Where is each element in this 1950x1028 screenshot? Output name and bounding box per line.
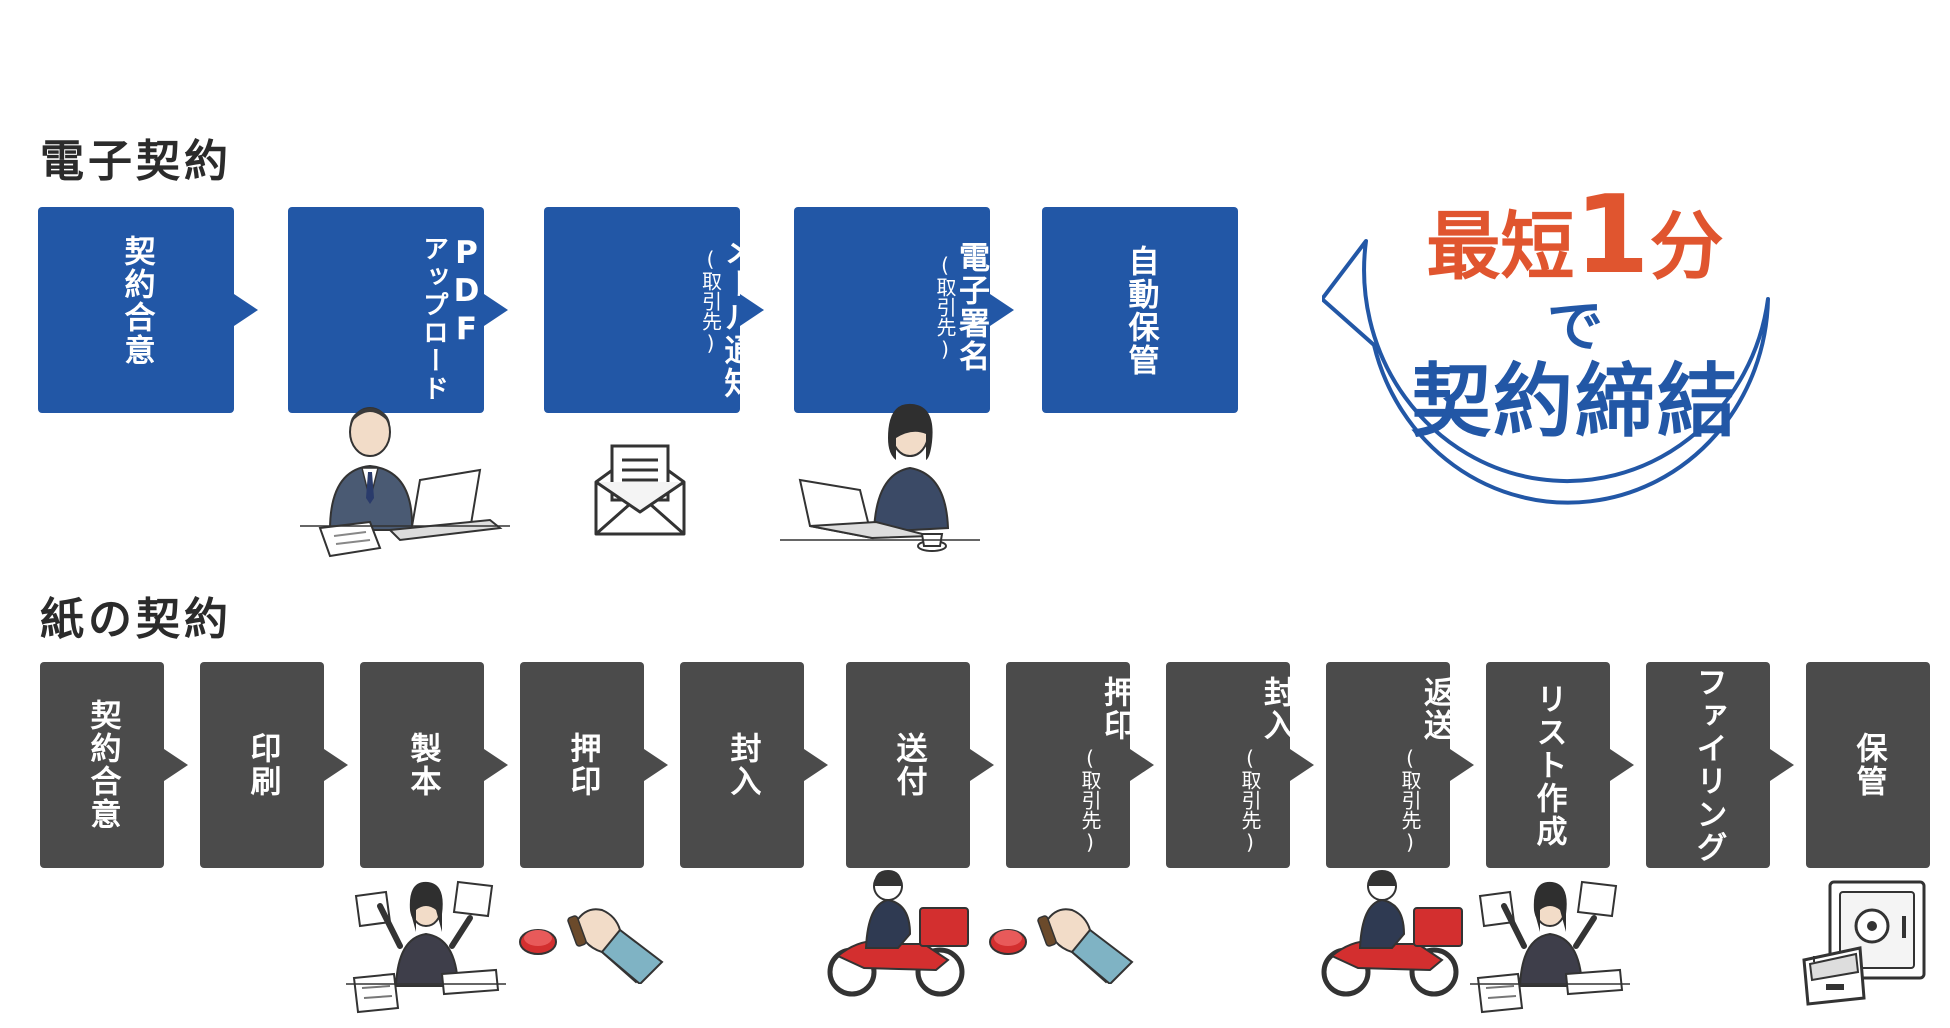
p-step-send: 送付	[846, 662, 994, 868]
stressed-woman-icon	[1470, 880, 1630, 1014]
p-step-sub: (取引先)	[1398, 746, 1422, 854]
businessman-laptop-icon	[300, 407, 510, 558]
bubble-de: で	[1547, 295, 1603, 360]
stressed-woman-icon	[346, 880, 506, 1014]
e-step-label: 電子署名	[953, 241, 989, 373]
p-step-label: 封入	[1258, 676, 1294, 742]
e-step-label: 契約合意	[118, 235, 155, 367]
bubble-headline-num: 1	[1574, 173, 1650, 298]
e-step-sub: (取引先)	[698, 247, 723, 355]
paper-section-title: 紙の契約	[40, 594, 232, 645]
woman-laptop-icon	[780, 403, 980, 552]
bubble-contract-conclusion: 契約締結	[1411, 355, 1739, 448]
e-step-label: メール通知	[718, 235, 755, 400]
p-step-filing: ファイリング	[1646, 662, 1794, 868]
p-step-storage: 保管	[1806, 662, 1930, 868]
p-step-label: 印刷	[244, 732, 281, 798]
speech-bubble	[1322, 239, 1770, 505]
p-step-contract-agreement: 契約合意	[40, 662, 188, 868]
p-step-print: 印刷	[200, 662, 348, 868]
safe-filing-icon	[1802, 880, 1926, 1006]
p-step-label: 押印	[1098, 676, 1134, 742]
p-step-label: ファイリング	[1690, 666, 1727, 864]
bubble-headline-c: 分	[1649, 204, 1724, 290]
p-step-enclose: 封入	[680, 662, 828, 868]
p-step-label: 返送	[1418, 676, 1454, 742]
p-step-stamp: 押印	[520, 662, 668, 868]
p-step-label: 押印	[564, 732, 601, 798]
e-step-label: PDF	[448, 235, 485, 349]
e-step-sub: (取引先)	[933, 253, 957, 361]
p-step-return-partner: 返送 (取引先)	[1326, 662, 1474, 868]
p-step-label: 保管	[1850, 732, 1887, 798]
e-step-e-signature: 電子署名 (取引先)	[794, 207, 1014, 413]
p-step-label: リスト作成	[1530, 682, 1567, 848]
e-step-auto-storage: 自動保管	[1042, 207, 1238, 413]
delivery-scooter-icon	[1321, 870, 1463, 997]
electronic-section-title: 電子契約	[40, 136, 232, 187]
p-step-sub: (取引先)	[1238, 746, 1262, 854]
bubble-headline: 最短1分	[1355, 182, 1795, 290]
p-step-binding: 製本	[360, 662, 508, 868]
envelope-icon	[594, 444, 686, 536]
p-step-label: 契約合意	[84, 699, 121, 831]
p-step-label: 封入	[724, 732, 761, 798]
e-step-label-2: アップロード	[418, 235, 449, 403]
p-step-sub: (取引先)	[1078, 746, 1102, 854]
stamp-hand-icon	[989, 908, 1134, 984]
p-step-enclose-partner: 封入 (取引先)	[1166, 662, 1314, 868]
delivery-scooter-icon	[827, 870, 969, 997]
p-step-label: 送付	[890, 732, 927, 798]
e-step-pdf-upload: PDF アップロード	[288, 207, 508, 413]
p-step-label: 製本	[404, 732, 441, 798]
stamp-hand-icon	[519, 908, 664, 984]
e-step-label: 自動保管	[1122, 245, 1159, 377]
p-step-list-creation: リスト作成	[1486, 662, 1634, 868]
p-step-stamp-partner: 押印 (取引先)	[1006, 662, 1154, 868]
bubble-headline-a: 最短	[1426, 204, 1575, 290]
e-step-email-notify: メール通知 (取引先)	[544, 207, 764, 413]
e-step-contract-agreement: 契約合意	[38, 207, 258, 413]
